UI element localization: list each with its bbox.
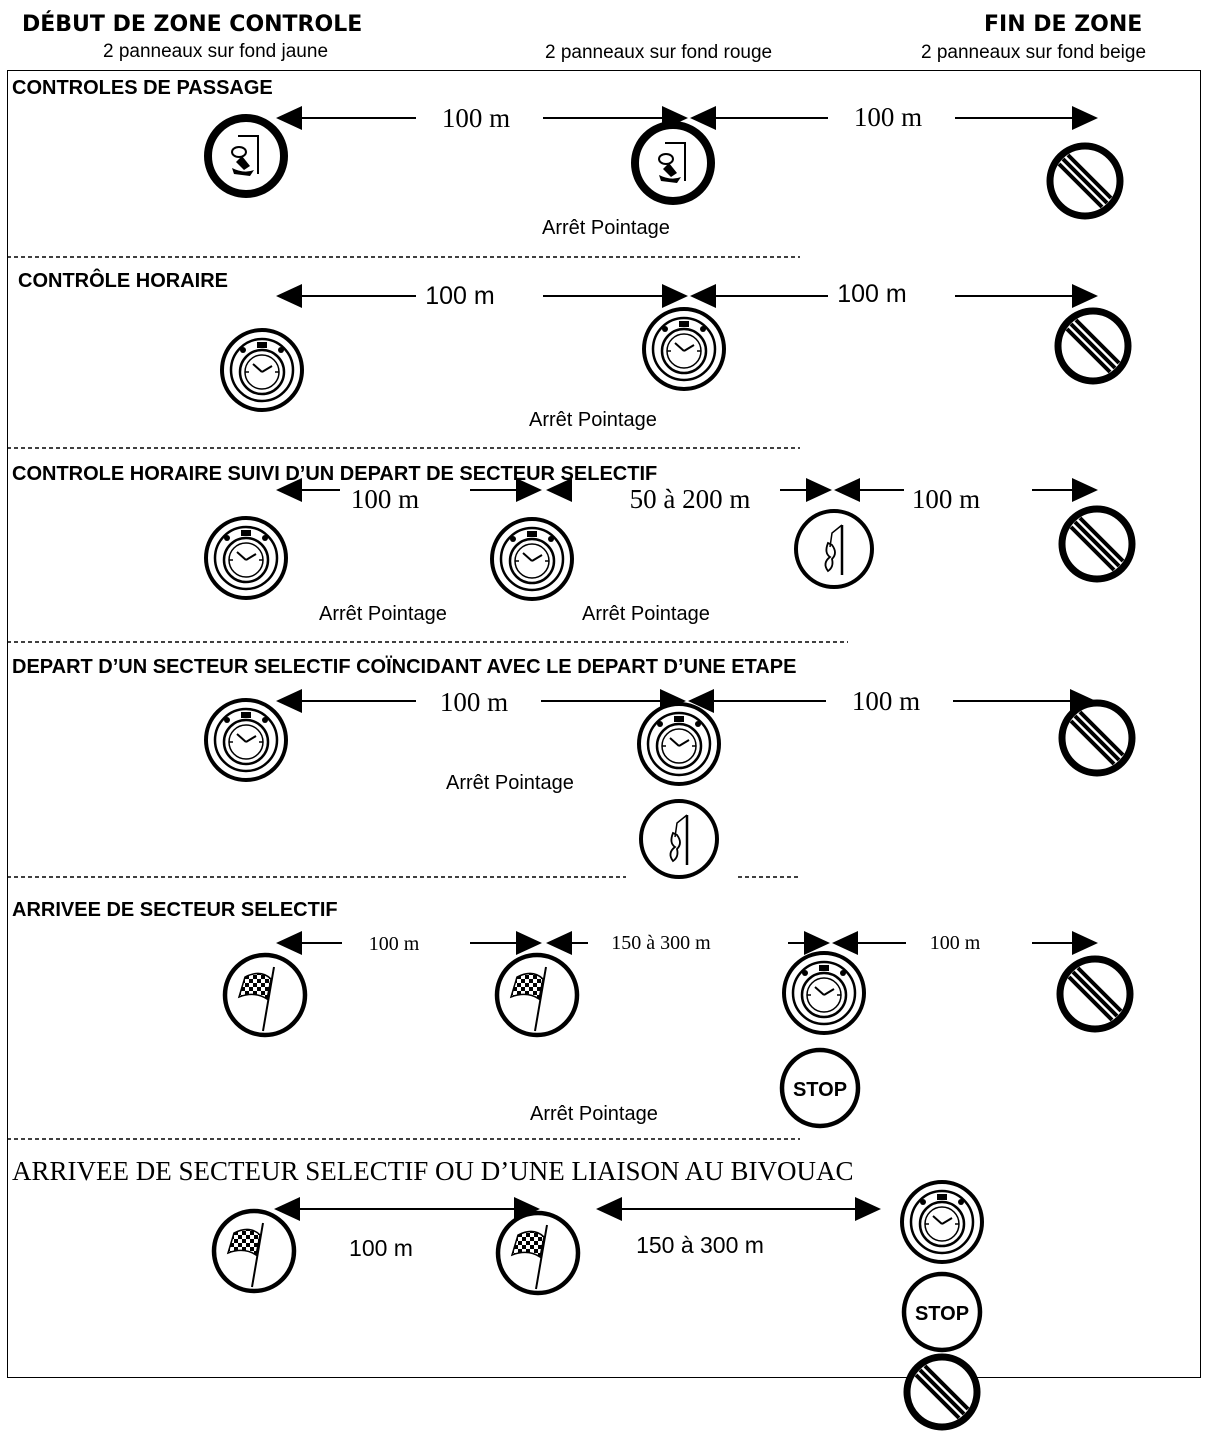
distance-label: 100 m xyxy=(425,282,494,310)
distance-label: 100 m xyxy=(440,687,508,717)
distance-label: 50 à 200 m xyxy=(630,484,751,514)
checkered-flag-sign-icon xyxy=(498,1213,578,1293)
arrowhead-left xyxy=(596,1197,622,1221)
section-time-control: 100 m 100 m xyxy=(7,280,1128,449)
diagram-frame xyxy=(7,70,1201,1378)
arrowhead-left xyxy=(832,931,858,955)
arrowhead-left xyxy=(276,931,302,955)
header-left-subtitle: 2 panneaux sur fond jaune xyxy=(103,41,329,62)
end-zone-sign-icon xyxy=(1058,311,1128,381)
section-title: DEPART D’UN SECTEUR SELECTIF COÏNCIDANT … xyxy=(12,656,797,678)
checkered-flag-sign-icon xyxy=(225,955,305,1035)
checkered-flag-sign-icon xyxy=(214,1211,294,1291)
header-right-subtitle: 2 panneaux sur fond beige xyxy=(921,42,1147,63)
clock-sign-icon xyxy=(642,307,726,391)
start-flag-sign-icon xyxy=(794,509,874,589)
arrowhead-right xyxy=(1072,106,1098,130)
arrowhead-left xyxy=(276,689,302,713)
arrowhead-left xyxy=(546,931,572,955)
clock-sign-icon xyxy=(637,702,721,786)
section-title: ARRIVEE DE SECTEUR SELECTIF xyxy=(12,899,338,921)
arrowhead-right xyxy=(1072,284,1098,308)
header-right-title: FIN DE ZONE xyxy=(984,12,1143,37)
stop-label: Arrêt Pointage xyxy=(319,603,447,625)
arrowhead-left xyxy=(690,284,716,308)
stop-label: Arrêt Pointage xyxy=(542,217,670,239)
section-passage: 100 m 100 m xyxy=(7,102,1120,258)
distance-label: 100 m xyxy=(837,280,906,308)
section-title: ARRIVEE DE SECTEUR SELECTIF OU D’UNE LIA… xyxy=(12,1156,854,1186)
checkered-flag-sign-icon xyxy=(497,955,577,1035)
clock-sign-icon xyxy=(204,698,288,782)
stamp-sign-icon xyxy=(208,118,284,194)
clock-sign-icon xyxy=(204,516,288,600)
section-title: CONTROLES DE PASSAGE xyxy=(12,77,273,99)
section-selective-finish: 100 m 150 à 300 m 100 m STOP xyxy=(7,931,1130,1140)
arrowhead-left xyxy=(276,284,302,308)
header-middle-subtitle: 2 panneaux sur fond rouge xyxy=(545,42,773,63)
distance-label: 100 m xyxy=(351,484,419,514)
distance-label: 100 m xyxy=(912,484,980,514)
distance-label: 150 à 300 m xyxy=(611,932,711,954)
arrowhead-left xyxy=(276,106,302,130)
stop-sign-text: STOP xyxy=(793,1079,847,1101)
section-bivouac-finish: 100 m 150 à 300 m STOP xyxy=(214,1180,984,1427)
arrowhead-right xyxy=(855,1197,881,1221)
distance-label: 100 m xyxy=(854,102,922,132)
arrowhead-right xyxy=(1072,931,1098,955)
clock-sign-icon xyxy=(782,951,866,1035)
end-zone-sign-icon xyxy=(1050,146,1120,216)
end-zone-sign-icon xyxy=(907,1357,977,1427)
section-selective-start-stage: 100 m 100 m xyxy=(7,686,1132,879)
stop-label: Arrêt Pointage xyxy=(530,1103,658,1125)
stop-sign-text: STOP xyxy=(915,1303,969,1325)
arrowhead-right xyxy=(662,284,688,308)
stop-label: Arrêt Pointage xyxy=(446,772,574,794)
stamp-sign-icon xyxy=(635,125,711,201)
clock-sign-icon xyxy=(900,1180,984,1264)
arrowhead-right xyxy=(516,931,542,955)
distance-label: 100 m xyxy=(442,103,510,133)
distance-label: 100 m xyxy=(369,933,420,955)
distance-label: 100 m xyxy=(930,932,981,954)
section-time-control-selective-start: 100 m 50 à 200 m 100 m xyxy=(7,478,1132,643)
clock-sign-icon xyxy=(220,328,304,412)
header-left-title: DÉBUT DE ZONE CONTROLE xyxy=(22,12,363,37)
end-zone-sign-icon xyxy=(1062,703,1132,773)
arrowhead-right xyxy=(1072,478,1098,502)
section-title: CONTRÔLE HORAIRE xyxy=(18,270,228,292)
arrowhead-right xyxy=(806,478,832,502)
start-flag-sign-icon xyxy=(639,799,719,879)
stop-label: Arrêt Pointage xyxy=(582,603,710,625)
end-zone-sign-icon xyxy=(1060,959,1130,1029)
clock-sign-icon xyxy=(490,517,574,601)
distance-label: 150 à 300 m xyxy=(636,1232,764,1258)
end-zone-sign-icon xyxy=(1062,509,1132,579)
distance-label: 100 m xyxy=(349,1235,413,1261)
distance-label: 100 m xyxy=(852,686,920,716)
section-title: CONTROLE HORAIRE SUIVI D’UN DEPART DE SE… xyxy=(12,463,658,485)
arrowhead-left xyxy=(834,478,860,502)
stop-label: Arrêt Pointage xyxy=(529,409,657,431)
arrowhead-left xyxy=(690,106,716,130)
